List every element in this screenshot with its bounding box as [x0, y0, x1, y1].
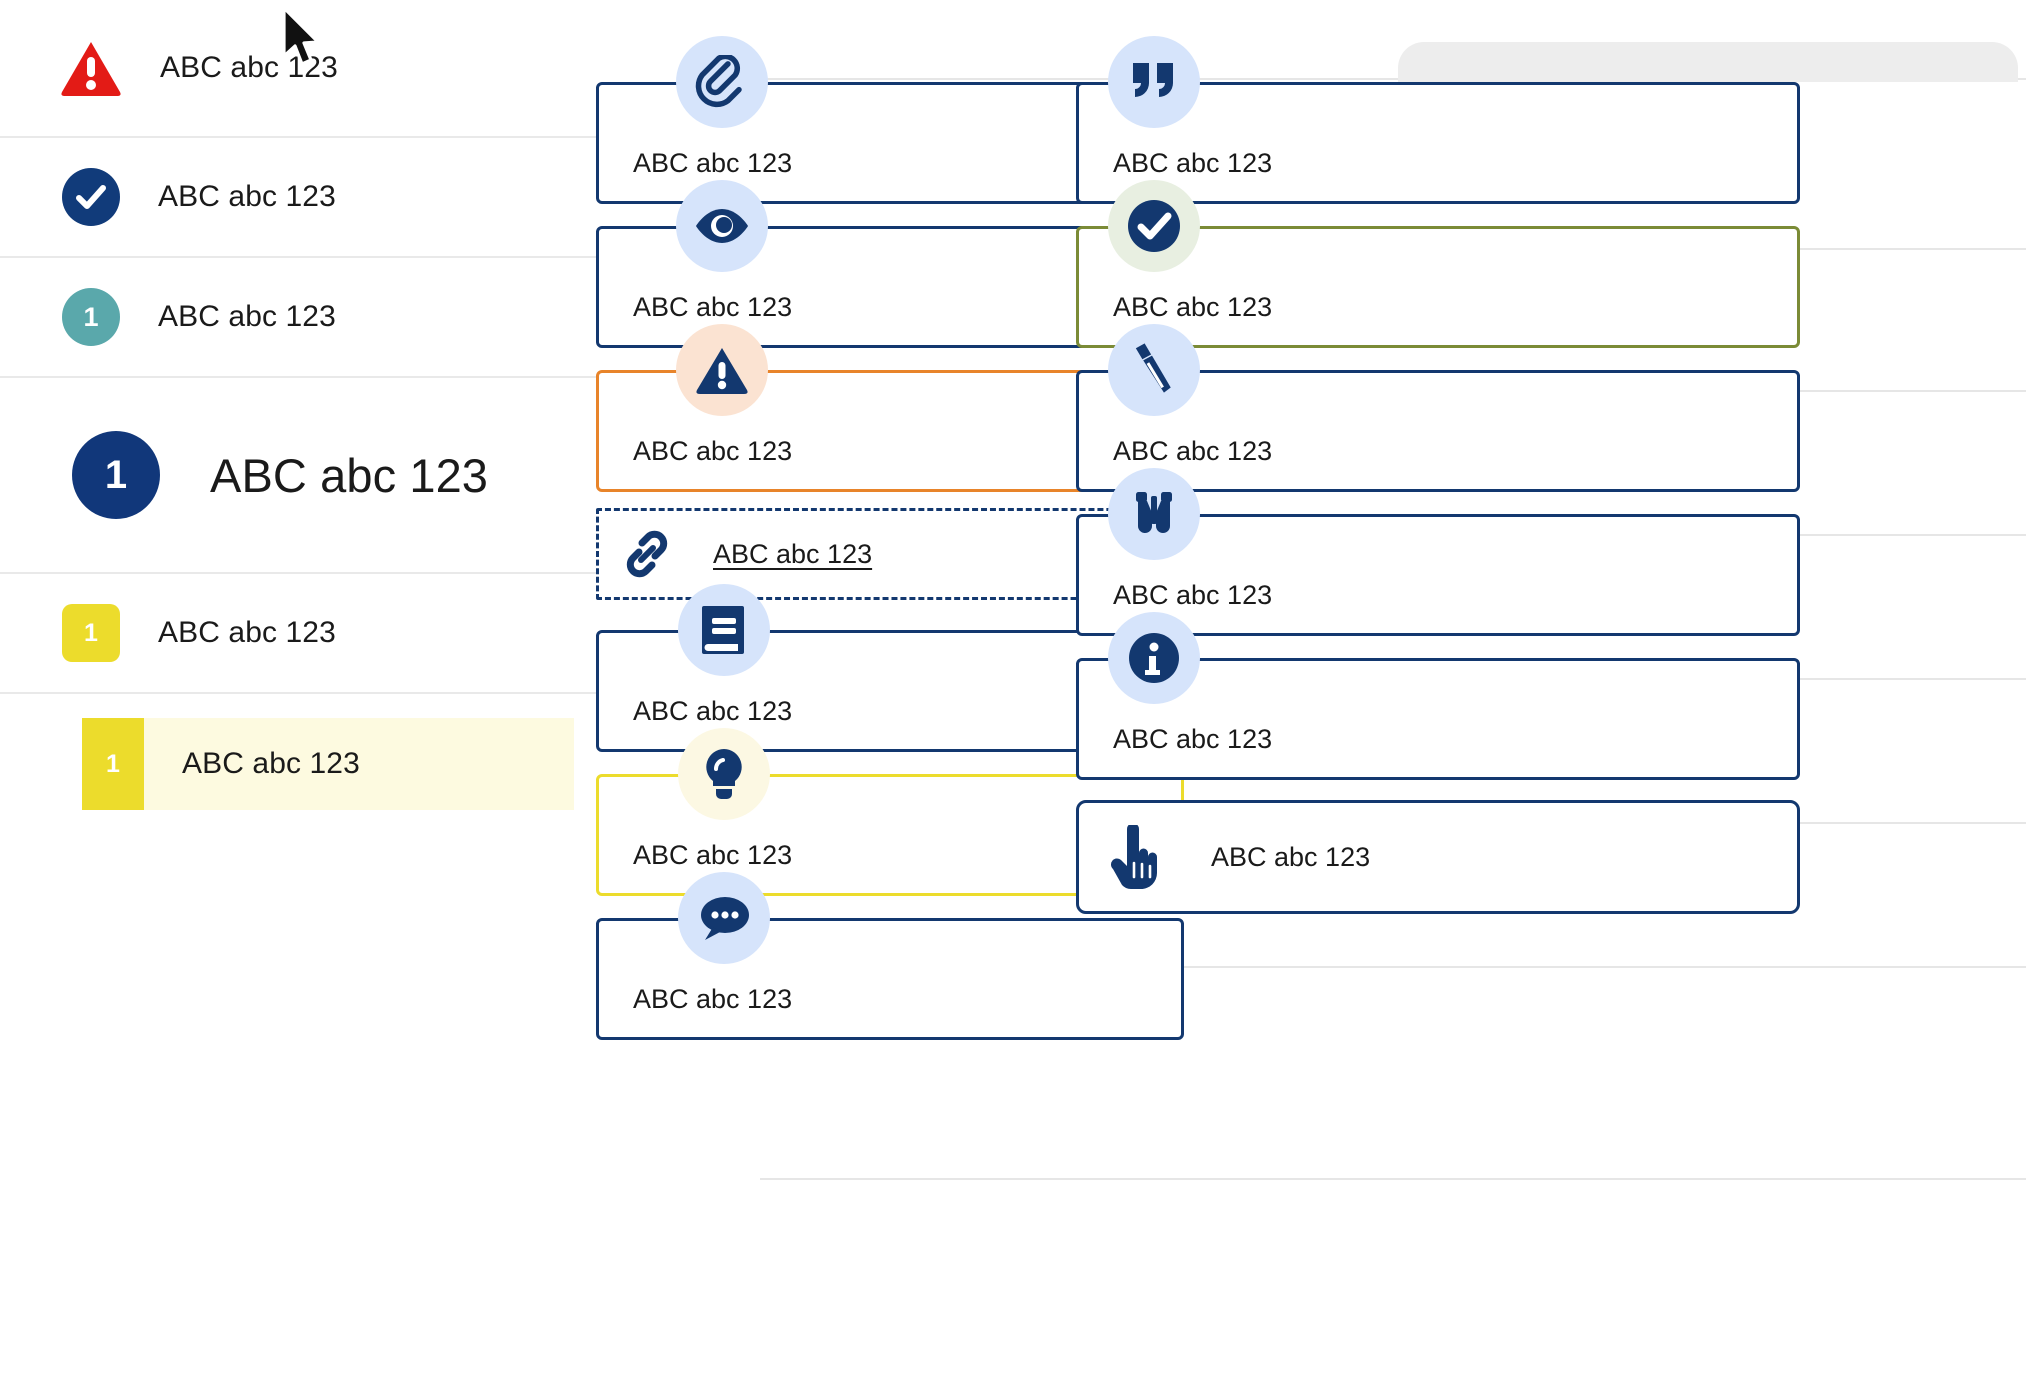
card-checked[interactable]: ABC abc 123	[1076, 226, 1800, 348]
card-label: ABC abc 123	[1113, 292, 1273, 322]
book-icon	[678, 584, 770, 676]
quote-icon	[1108, 36, 1200, 128]
card-label: ABC abc 123	[633, 696, 793, 726]
card-action[interactable]: ABC abc 123	[1076, 800, 1800, 914]
card-label: ABC abc 123	[1211, 841, 1371, 872]
lightbulb-icon	[678, 728, 770, 820]
sidebar-item-label: ABC abc 123	[158, 180, 336, 213]
sidebar-item-note[interactable]: 1 ABC abc 123	[0, 574, 760, 694]
warning-icon	[676, 324, 768, 416]
number-badge-yellow-block: 1	[82, 718, 144, 810]
paperclip-icon	[676, 36, 768, 128]
card-label: ABC abc 123	[633, 148, 793, 178]
sidebar-item-success[interactable]: ABC abc 123	[0, 138, 760, 258]
separator-rule	[760, 966, 2026, 968]
sidebar-item-label: ABC abc 123	[182, 747, 360, 780]
sidebar-item-label: ABC abc 123	[210, 448, 489, 502]
sidebar-item-error[interactable]: ABC abc 123	[0, 0, 760, 138]
card-label: ABC abc 123	[1113, 580, 1273, 610]
card-explore[interactable]: ABC abc 123	[1076, 514, 1800, 636]
link-icon	[621, 528, 673, 580]
comment-icon	[678, 872, 770, 964]
sidebar: ABC abc 123 ABC abc 123 1 ABC abc 123 1 …	[0, 0, 760, 1392]
sidebar-item-highlighted[interactable]: 1 ABC abc 123	[0, 694, 760, 834]
card-label: ABC abc 123	[633, 436, 793, 466]
sidebar-item-label: ABC abc 123	[158, 616, 336, 649]
number-badge-navy-large: 1	[72, 431, 160, 519]
eye-icon	[676, 180, 768, 272]
sidebar-item-teal[interactable]: 1 ABC abc 123	[0, 258, 760, 378]
separator-rule	[760, 1178, 2026, 1180]
check-circle-icon	[62, 168, 120, 226]
card-label: ABC abc 123	[633, 292, 793, 322]
sidebar-item-label: ABC abc 123	[158, 300, 336, 333]
binoculars-icon	[1108, 468, 1200, 560]
highlighted-row-background: 1 ABC abc 123	[82, 718, 574, 810]
warning-triangle-icon	[60, 40, 122, 96]
card-label: ABC abc 123	[1113, 724, 1273, 754]
card-comment[interactable]: ABC abc 123	[596, 918, 1184, 1040]
card-info[interactable]: ABC abc 123	[1076, 658, 1800, 780]
pencil-icon	[1108, 324, 1200, 416]
mouse-cursor	[280, 6, 326, 77]
panel-tab-shape	[1398, 42, 2018, 82]
check-icon	[1108, 180, 1200, 272]
separator-rule	[760, 78, 2026, 80]
card-label: ABC abc 123	[633, 984, 793, 1014]
number-badge-teal: 1	[62, 288, 120, 346]
card-label: ABC abc 123	[1113, 148, 1273, 178]
number-badge-yellow: 1	[62, 604, 120, 662]
card-label: ABC abc 123	[633, 840, 793, 870]
card-label[interactable]: ABC abc 123	[713, 538, 873, 569]
pointing-hand-icon	[1109, 825, 1163, 889]
card-label: ABC abc 123	[1113, 436, 1273, 466]
sidebar-item-featured[interactable]: 1 ABC abc 123	[0, 378, 760, 574]
info-icon	[1108, 612, 1200, 704]
card-edit[interactable]: ABC abc 123	[1076, 370, 1800, 492]
card-quote[interactable]: ABC abc 123	[1076, 82, 1800, 204]
